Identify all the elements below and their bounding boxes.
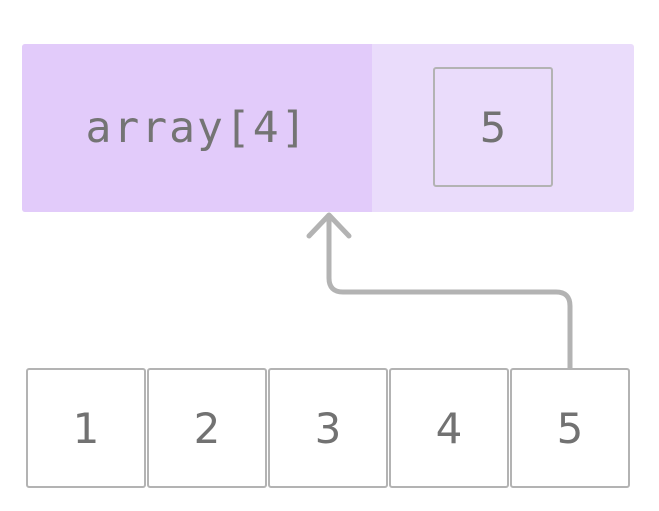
array-cell-0: 1: [26, 368, 146, 488]
array-cell-1: 2: [147, 368, 267, 488]
array-cell-value: 5: [556, 403, 584, 453]
access-expression: array[4]: [85, 103, 309, 153]
array-cell-value: 3: [314, 403, 342, 453]
result-value: 5: [479, 102, 507, 152]
access-panel: array[4] 5: [22, 44, 634, 212]
array-cell-3: 4: [389, 368, 509, 488]
connector-line: [326, 213, 573, 371]
array-cell-value: 2: [193, 403, 221, 453]
array-cell-4: 5: [510, 368, 630, 488]
array-row: 1 2 3 4 5: [26, 368, 630, 488]
array-cell-value: 1: [72, 403, 100, 453]
result-value-box: 5: [433, 67, 553, 187]
array-cell-value: 4: [435, 403, 463, 453]
array-cell-2: 3: [268, 368, 388, 488]
expression-section: array[4]: [22, 44, 372, 212]
arrow-head-icon: [306, 212, 352, 239]
